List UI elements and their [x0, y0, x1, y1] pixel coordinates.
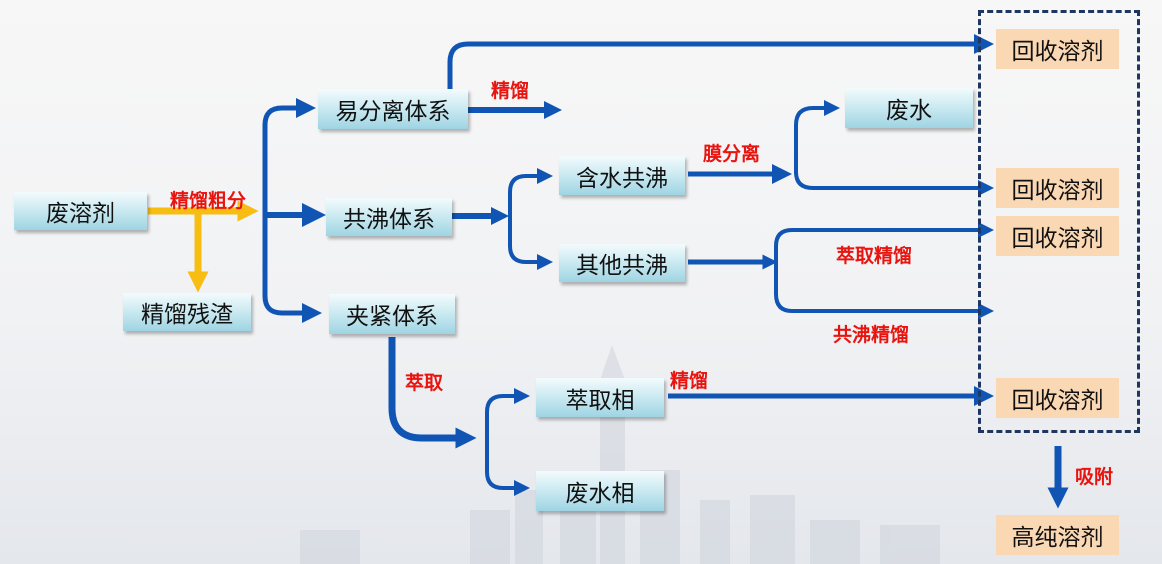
arrow-to-other-azeo	[508, 216, 553, 270]
node-waste-water: 废水	[845, 88, 973, 128]
arrow-to-pinch	[262, 215, 322, 323]
arrow-to-waste-water	[794, 100, 840, 174]
node-easy-separation: 易分离体系	[318, 89, 468, 129]
node-water-azeotrope: 含水共沸	[559, 156, 685, 195]
node-azeotrope-system: 共沸体系	[326, 198, 452, 236]
node-distill-residue: 精馏残渣	[123, 293, 251, 331]
label-membrane: 膜分离	[703, 143, 761, 165]
label-distill-bottom: 精馏	[670, 370, 709, 392]
arrow-to-water-azeo	[508, 168, 553, 216]
label-distill-top: 精馏	[491, 80, 530, 102]
label-adsorption: 吸附	[1075, 466, 1114, 488]
arrow-easy-to-recovered	[447, 34, 994, 90]
node-high-purity-solvent: 高纯溶剂	[996, 515, 1119, 555]
recovered-solvent-group	[978, 10, 1140, 433]
node-waste-water-phase: 废水相	[536, 471, 664, 511]
node-recovered-solvent-2: 回收溶剂	[996, 168, 1119, 208]
arrow-extractive	[774, 222, 994, 262]
node-pinch-system: 夹紧体系	[329, 294, 455, 334]
node-recovered-solvent-4: 回收溶剂	[996, 378, 1119, 418]
node-waste-solvent: 废溶剂	[14, 192, 147, 230]
label-rough-distill: 精馏粗分	[170, 190, 247, 212]
node-recovered-solvent-3: 回收溶剂	[996, 216, 1119, 256]
label-extraction: 萃取	[405, 372, 444, 394]
arrow-to-recovered-2	[794, 171, 994, 196]
arrow-extraction	[388, 337, 477, 449]
label-extractive-distill: 萃取精馏	[836, 245, 913, 267]
arrow-azeotropic	[774, 262, 994, 319]
label-azeotropic-distill: 共沸精馏	[833, 324, 910, 346]
arrow-to-extract-phase	[485, 388, 530, 438]
arrow-to-easy	[262, 98, 316, 215]
node-recovered-solvent-1: 回收溶剂	[996, 29, 1119, 69]
node-other-azeotrope: 其他共沸	[559, 244, 685, 282]
node-extract-phase: 萃取相	[536, 378, 664, 417]
arrow-to-waste-phase	[485, 438, 530, 496]
